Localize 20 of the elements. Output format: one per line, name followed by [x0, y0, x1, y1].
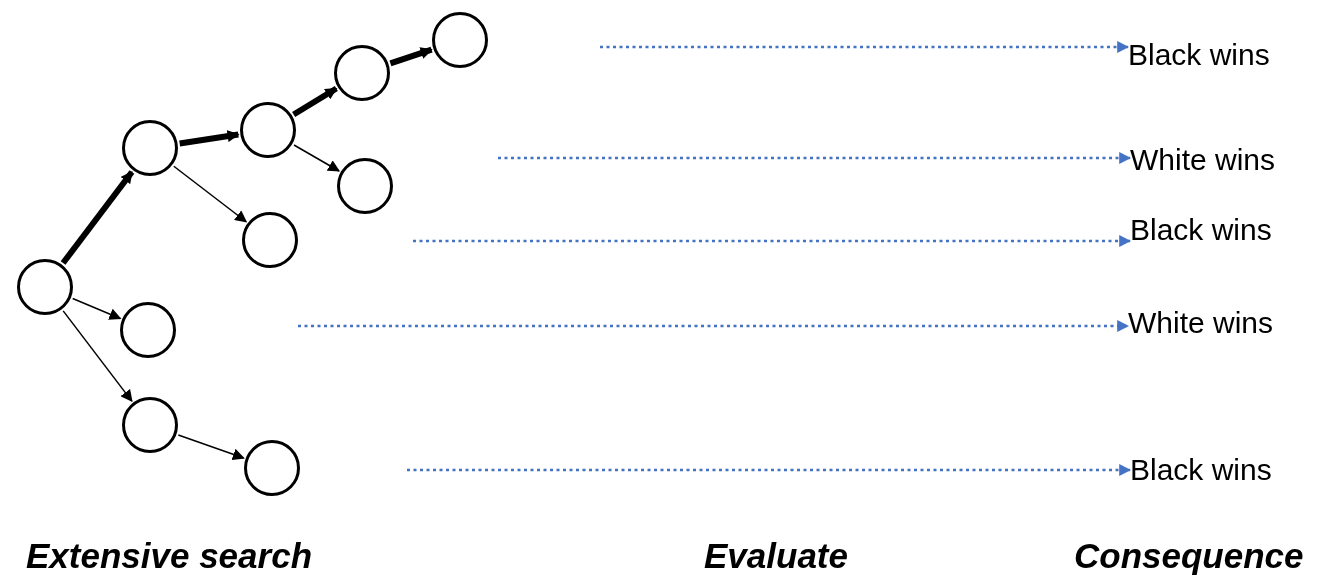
arrow: [407, 464, 1132, 476]
outcome-text: White wins: [1130, 142, 1276, 178]
outcome-text: Black wins: [1130, 452, 1272, 488]
column-heading: Consequence: [1074, 535, 1304, 577]
arrow: [173, 165, 248, 223]
outcome-text: Black wins: [1128, 37, 1270, 73]
outcome-text: White wins: [1128, 305, 1274, 341]
arrow: [60, 170, 135, 265]
arrow: [62, 310, 133, 403]
arrow: [179, 130, 240, 147]
arrow: [389, 46, 433, 67]
outcome-text: Black wins: [1130, 212, 1272, 248]
arrow: [71, 297, 122, 320]
column-heading: Extensive search: [26, 535, 312, 577]
arrow: [498, 152, 1132, 164]
arrow: [177, 434, 245, 461]
arrow: [413, 235, 1132, 247]
arrow: [298, 320, 1130, 332]
arrow: [600, 41, 1130, 53]
column-heading: Evaluate: [704, 535, 848, 577]
